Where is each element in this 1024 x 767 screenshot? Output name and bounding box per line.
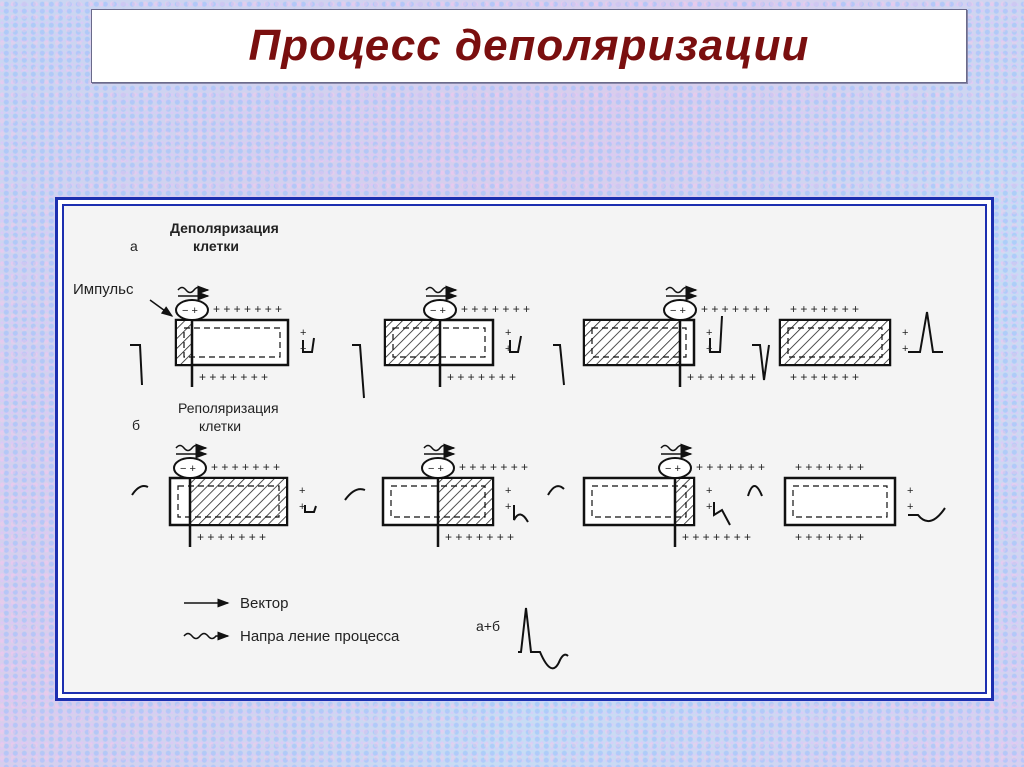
svg-text:+: + bbox=[300, 343, 306, 355]
impulse-label: Импульс bbox=[73, 281, 134, 298]
svg-text:+ + + + + + +: + + + + + + + bbox=[199, 370, 268, 384]
svg-text:+ + + + + + +: + + + + + + + bbox=[790, 302, 859, 316]
svg-text:+: + bbox=[505, 343, 511, 355]
svg-text:+: + bbox=[706, 485, 712, 497]
ecg-right-waveform bbox=[513, 505, 529, 523]
svg-text:+: + bbox=[299, 485, 305, 497]
ecg-right-waveform bbox=[713, 502, 731, 526]
ecg-right-waveform bbox=[908, 311, 943, 353]
ecg-sum-waveform bbox=[518, 607, 569, 670]
svg-text:+ + + + + + +: + + + + + + + bbox=[459, 460, 528, 474]
svg-text:+ + + + + + +: + + + + + + + bbox=[795, 460, 864, 474]
svg-text:+ + + + + + +: + + + + + + + bbox=[687, 370, 756, 384]
svg-text:+: + bbox=[300, 327, 306, 339]
label-a: а bbox=[130, 238, 138, 254]
svg-text:+: + bbox=[902, 327, 908, 339]
ecg-left-waveform bbox=[344, 488, 366, 501]
ecg-right-waveform bbox=[304, 505, 317, 513]
svg-text:− +: − + bbox=[428, 463, 444, 475]
ecg-left-waveform bbox=[747, 485, 763, 497]
svg-text:+: + bbox=[706, 327, 712, 339]
svg-text:+ + + + + + +: + + + + + + + bbox=[701, 302, 770, 316]
legend-vector: Вектор bbox=[240, 595, 288, 612]
svg-text:+: + bbox=[505, 327, 511, 339]
svg-text:− +: − + bbox=[665, 463, 681, 475]
svg-text:+ + + + + + +: + + + + + + + bbox=[213, 302, 282, 316]
svg-text:+ + + + + + +: + + + + + + + bbox=[447, 370, 516, 384]
legend-direction: Напра ление процесса bbox=[240, 628, 400, 645]
svg-text:+: + bbox=[706, 343, 712, 355]
wavy-arrow-icon bbox=[183, 631, 230, 641]
ecg-right-waveform bbox=[509, 335, 522, 353]
impulse-pointer-arrow-icon bbox=[149, 299, 174, 317]
ecg-right-waveform bbox=[709, 315, 723, 353]
svg-text:+ + + + + + +: + + + + + + + bbox=[211, 460, 280, 474]
cell-diagram: − + + + + + + + + + + + + + + + + + bbox=[553, 285, 770, 387]
svg-text:+ + + + + + +: + + + + + + + bbox=[682, 530, 751, 544]
ecg-left-waveform bbox=[130, 344, 143, 386]
svg-text:+ + + + + + +: + + + + + + + bbox=[461, 302, 530, 316]
label-b: б bbox=[132, 417, 140, 433]
ecg-right-waveform bbox=[908, 507, 946, 523]
cell-diagram: − + + + + + + + + + + + + + + + + + bbox=[131, 443, 317, 547]
cell-diagram: + + + + + + + + + + + + + + + + bbox=[747, 460, 946, 544]
repolarization-label-2: клетки bbox=[199, 418, 241, 434]
svg-text:+: + bbox=[902, 343, 908, 355]
ecg-left-waveform bbox=[553, 344, 565, 386]
svg-text:+: + bbox=[505, 501, 511, 513]
svg-text:− +: − + bbox=[430, 305, 446, 317]
ecg-left-waveform bbox=[131, 485, 149, 496]
repolarization-label-1: Реполяризация bbox=[178, 400, 279, 416]
slide-title: Процесс деполяризации bbox=[248, 21, 810, 70]
depolarization-label-1: Деполяризация bbox=[170, 220, 279, 236]
svg-text:+ + + + + + +: + + + + + + + bbox=[790, 370, 859, 384]
svg-text:+: + bbox=[706, 501, 712, 513]
svg-text:− +: − + bbox=[180, 463, 196, 475]
title-box: Процесс деполяризации bbox=[91, 9, 967, 83]
depolarization-label-2: клетки bbox=[193, 238, 239, 254]
ecg-left-waveform bbox=[352, 344, 365, 399]
ecg-left-waveform bbox=[752, 344, 770, 381]
svg-text:+ + + + + + +: + + + + + + + bbox=[197, 530, 266, 544]
svg-text:+: + bbox=[907, 501, 913, 513]
cell-diagram: − + + + + + + + + + + + + + + + + + bbox=[352, 285, 530, 399]
ecg-right-waveform bbox=[302, 337, 315, 353]
svg-text:+ + + + + + +: + + + + + + + bbox=[795, 530, 864, 544]
sum-label: а+б bbox=[476, 618, 500, 634]
svg-text:+: + bbox=[907, 485, 913, 497]
cell-diagram: − + + + + + + + + + + + + + + + + + bbox=[547, 443, 765, 547]
svg-text:+ + + + + + +: + + + + + + + bbox=[445, 530, 514, 544]
diagram-frame bbox=[55, 197, 994, 701]
cell-diagram: + + + + + + + + + + + + + + + + bbox=[752, 302, 943, 384]
svg-text:− +: − + bbox=[670, 305, 686, 317]
svg-text:+: + bbox=[505, 485, 511, 497]
cell-diagram: − + + + + + + + + + + + + + + + + + bbox=[344, 443, 529, 547]
svg-text:+ + + + + + +: + + + + + + + bbox=[696, 460, 765, 474]
cell-diagram: − + + + + + + + + + + + + + + + + + bbox=[130, 285, 315, 387]
svg-text:− +: − + bbox=[182, 305, 198, 317]
ecg-left-waveform bbox=[547, 485, 565, 496]
svg-text:+: + bbox=[299, 501, 305, 513]
